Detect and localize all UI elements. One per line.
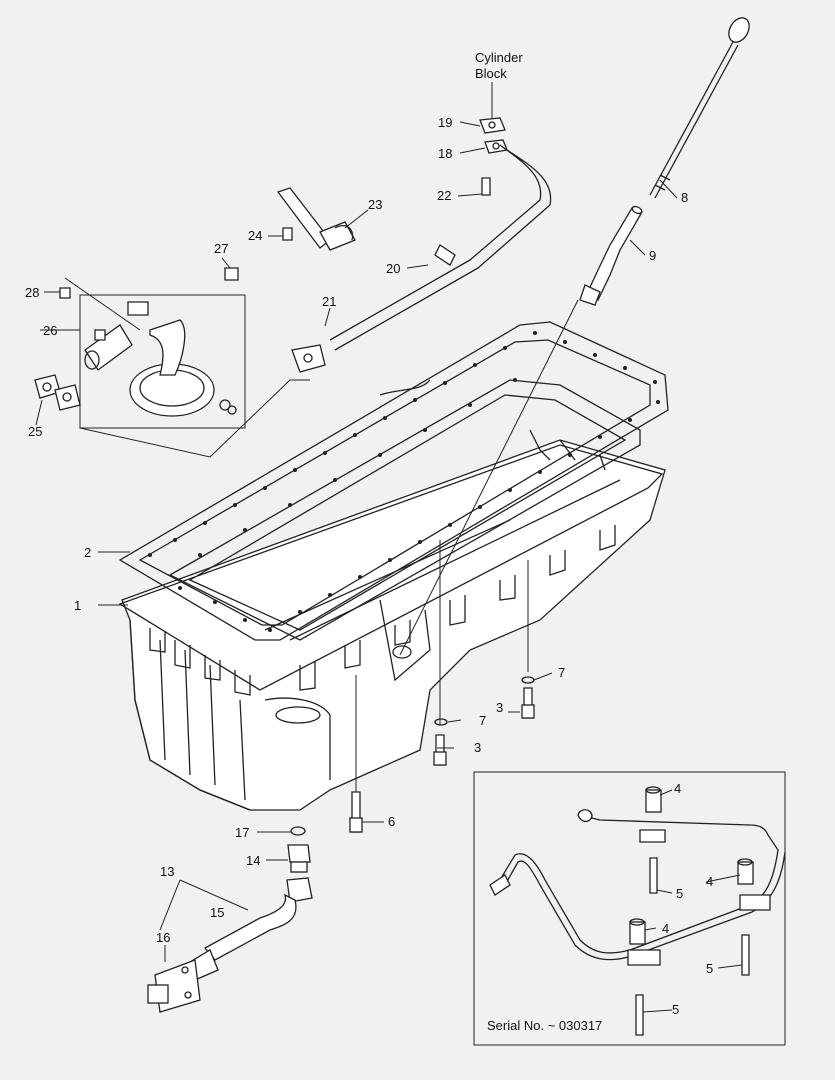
callout-20: 20 [386,261,400,276]
dipstick [649,17,750,199]
callout-3b: 3 [474,740,481,755]
callout-18: 18 [438,146,452,161]
callout-5b: 5 [706,961,713,976]
callout-5a: 5 [676,886,683,901]
callout-17: 17 [235,825,249,840]
callout-28: 28 [25,285,39,300]
strainer-inset [34,267,310,458]
oil-pan-gasket [118,321,669,641]
callout-15: 15 [210,905,224,920]
callout-22: 22 [437,188,451,203]
svg-text:Block: Block [475,66,507,81]
callout-7b: 7 [479,713,486,728]
drain-assembly [147,826,313,1013]
callout-1: 1 [74,598,81,613]
callout-9: 9 [649,248,656,263]
callout-21: 21 [322,294,336,309]
callout-7a: 7 [558,665,565,680]
callout-numbers: 1 2 3 3 4 4 4 5 5 5 6 7 7 8 9 13 14 15 1… [25,115,713,1017]
reference-label: Cylinder Block [475,50,523,81]
callout-4c: 4 [662,921,669,936]
dipstick-guide-tube [579,205,643,306]
leader-lines [35,82,743,1013]
oil-return-pipe [291,117,552,373]
callout-6: 6 [388,814,395,829]
callout-5c: 5 [672,1002,679,1017]
callout-25: 25 [28,424,42,439]
callout-3a: 3 [496,700,503,715]
callout-13: 13 [160,864,174,879]
pipe-bracket [276,187,356,251]
callout-19: 19 [438,115,452,130]
callout-4a: 4 [674,781,681,796]
serial-inset [473,771,786,1046]
callout-23: 23 [368,197,382,212]
callout-4b: 4 [706,874,713,889]
inset-caption: Serial No. ~ 030317 [487,1018,602,1033]
callout-2: 2 [84,545,91,560]
pan-bolts [349,560,535,833]
callout-24: 24 [248,228,262,243]
callout-14: 14 [246,853,260,868]
callout-27: 27 [214,241,228,256]
oil-pan [118,429,666,811]
callout-8: 8 [681,190,688,205]
svg-text:Cylinder: Cylinder [475,50,523,65]
callout-16: 16 [156,930,170,945]
callout-26: 26 [43,323,57,338]
